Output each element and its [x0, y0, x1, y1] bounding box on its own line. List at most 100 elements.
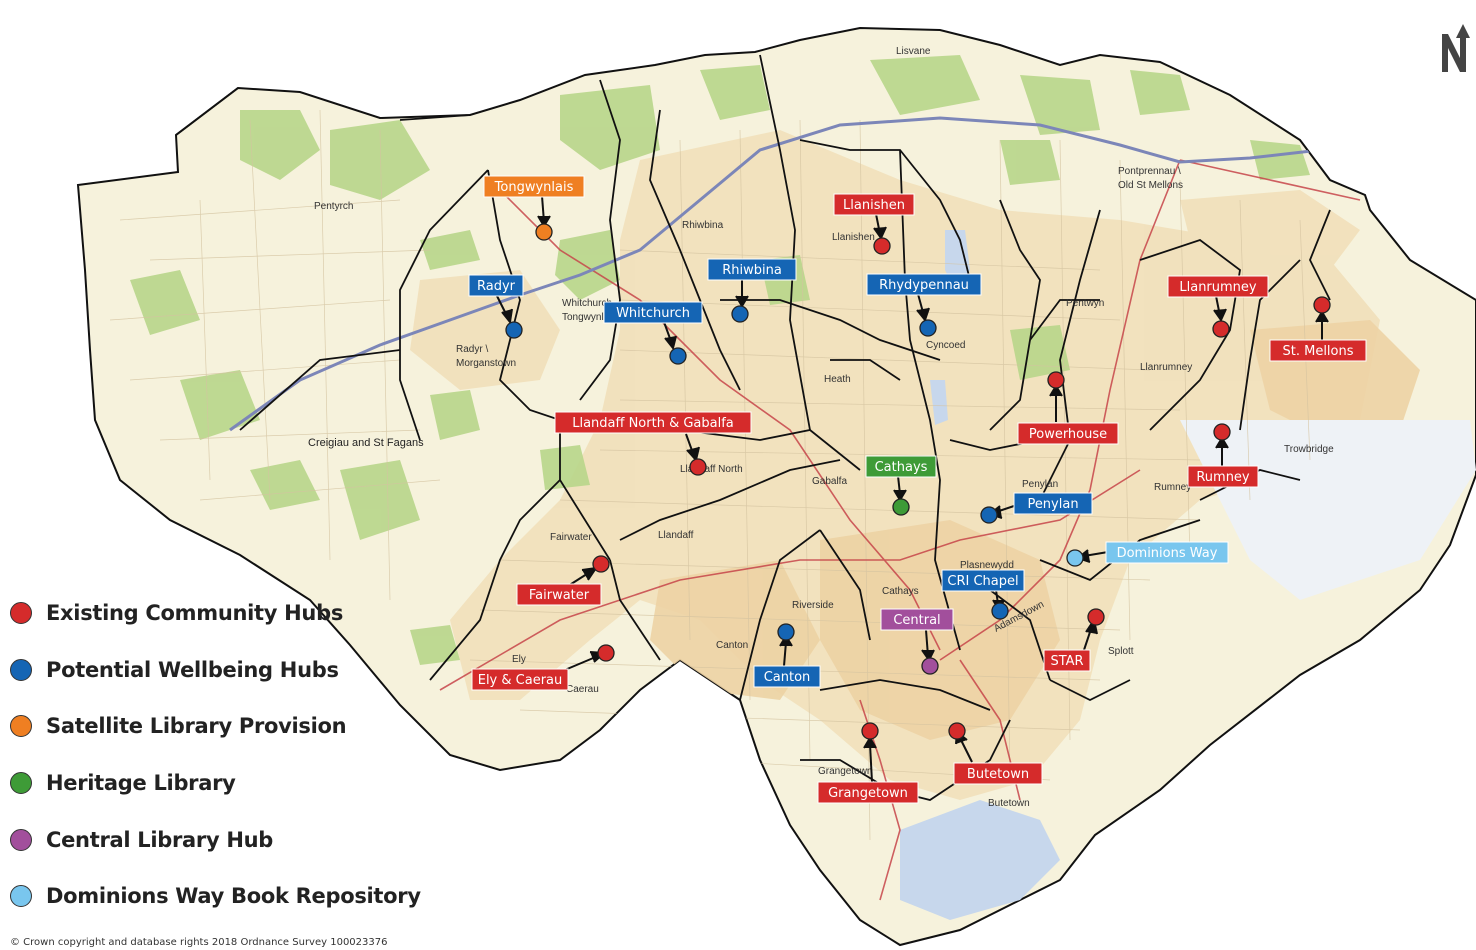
svg-text:Dominions Way: Dominions Way — [1117, 546, 1218, 561]
hub-label-rhydypennau[interactable]: Rhydypennau — [866, 273, 982, 296]
place-llanrumney: Llanrumney — [1140, 362, 1192, 373]
place-rhiwbina: Rhiwbina — [682, 220, 724, 231]
hub-label-penylan[interactable]: Penylan — [1013, 492, 1093, 515]
legend-dot-existing — [10, 602, 32, 625]
hub-label-central[interactable]: Central — [880, 608, 954, 631]
svg-text:Ely & Caerau: Ely & Caerau — [478, 673, 563, 688]
hub-dot-grangetown[interactable] — [861, 722, 879, 740]
hub-label-elycaerau[interactable]: Ely & Caerau — [471, 668, 569, 691]
svg-text:Cathays: Cathays — [875, 460, 928, 475]
place-trowbridge: Trowbridge — [1284, 444, 1334, 455]
hub-label-star[interactable]: STAR — [1043, 649, 1091, 672]
legend-label: Central Library Hub — [46, 827, 274, 852]
hub-dot-whitchurch[interactable] — [669, 347, 687, 365]
svg-text:St. Mellons: St. Mellons — [1282, 344, 1353, 359]
place-old-st-mellons: Old St Mellons — [1118, 180, 1183, 191]
hub-label-rumney[interactable]: Rumney — [1187, 465, 1259, 488]
copyright-notice: © Crown copyright and database rights 20… — [10, 937, 388, 948]
svg-text:Radyr: Radyr — [477, 279, 516, 294]
hub-label-fairwater[interactable]: Fairwater — [516, 583, 602, 606]
m4-motorway — [229, 116, 1400, 432]
legend-label: Dominions Way Book Repository — [46, 884, 421, 909]
hub-label-radyr[interactable]: Radyr — [468, 274, 524, 297]
place-lisvane: Lisvane — [896, 46, 931, 57]
hub-dot-penylan[interactable] — [980, 506, 998, 524]
hub-label-llanishen[interactable]: Llanishen — [833, 193, 915, 216]
svg-text:Penylan: Penylan — [1027, 497, 1078, 512]
hub-label-powerhouse[interactable]: Powerhouse — [1017, 422, 1119, 445]
map-legend: Existing Community Hubs Potential Wellbe… — [10, 585, 421, 925]
north-arrow-icon — [1442, 24, 1470, 72]
hub-label-rhiwbina[interactable]: Rhiwbina — [707, 258, 797, 281]
hub-label-stmellons[interactable]: St. Mellons — [1269, 339, 1367, 362]
legend-dot-central — [10, 828, 32, 851]
hub-dot-fairwater[interactable] — [592, 555, 610, 573]
place-cathays: Cathays — [882, 586, 919, 597]
hub-dot-powerhouse[interactable] — [1047, 371, 1065, 389]
place-llanishen: Llanishen — [832, 232, 875, 243]
hub-dot-canton[interactable] — [777, 623, 795, 641]
hub-label-grangetown[interactable]: Grangetown — [817, 781, 919, 804]
svg-text:Whitchurch: Whitchurch — [616, 306, 690, 321]
legend-label: Satellite Library Provision — [46, 714, 347, 739]
place-grangetown: Grangetown — [818, 766, 872, 777]
hub-dot-dominions[interactable] — [1066, 549, 1084, 567]
svg-text:CRI Chapel: CRI Chapel — [947, 574, 1018, 589]
place-canton: Canton — [716, 640, 748, 651]
hub-labels: Tongwynlais Llanishen Radyr Rhiwbina Rhy… — [468, 175, 1367, 804]
hub-dot-butetown[interactable] — [948, 722, 966, 740]
hub-dot-cathays[interactable] — [892, 498, 910, 516]
hub-label-crichapel[interactable]: CRI Chapel — [941, 569, 1025, 592]
hub-label-dominions[interactable]: Dominions Way — [1105, 541, 1229, 564]
hub-dot-rhiwbina[interactable] — [731, 305, 749, 323]
svg-text:Llanishen: Llanishen — [843, 198, 905, 213]
hub-label-butetown[interactable]: Butetown — [953, 762, 1043, 785]
place-morganstown: Morganstown — [456, 358, 516, 369]
svg-text:STAR: STAR — [1050, 654, 1083, 669]
place-heath: Heath — [824, 374, 851, 385]
place-riverside: Riverside — [792, 600, 834, 611]
hub-dot-llandaffnorth[interactable] — [689, 458, 707, 476]
place-caerau: Caerau — [566, 684, 599, 695]
svg-text:Powerhouse: Powerhouse — [1029, 427, 1107, 442]
hub-label-llandaffnorth[interactable]: Llandaff North & Gabalfa — [554, 411, 752, 434]
hub-dot-stmellons[interactable] — [1313, 296, 1331, 314]
water-bodies — [900, 230, 1476, 920]
svg-text:Central: Central — [893, 613, 940, 628]
hub-dot-star[interactable] — [1087, 608, 1105, 626]
place-cyncoed: Cyncoed — [926, 340, 965, 351]
svg-text:Grangetown: Grangetown — [828, 786, 908, 801]
hub-label-llanrumney[interactable]: Llanrumney — [1167, 275, 1269, 298]
hub-dot-rumney[interactable] — [1213, 423, 1231, 441]
legend-item-existing: Existing Community Hubs — [10, 585, 421, 642]
hub-dot-crichapel[interactable] — [991, 602, 1009, 620]
legend-item-heritage: Heritage Library — [10, 755, 421, 812]
legend-dot-repository — [10, 885, 32, 908]
place-ely: Ely — [512, 654, 526, 665]
svg-text:Canton: Canton — [764, 670, 811, 685]
hub-dot-llanrumney[interactable] — [1212, 320, 1230, 338]
green-areas — [130, 55, 1310, 665]
place-llandaff: Llandaff — [658, 530, 694, 541]
hub-label-tongwynlais[interactable]: Tongwynlais — [483, 175, 585, 198]
place-rumney: Rumney — [1154, 482, 1191, 493]
hub-label-whitchurch[interactable]: Whitchurch — [603, 301, 703, 324]
legend-dot-heritage — [10, 772, 32, 795]
hub-dot-elycaerau[interactable] — [597, 644, 615, 662]
hub-label-cathays[interactable]: Cathays — [865, 455, 937, 478]
legend-item-wellbeing: Potential Wellbeing Hubs — [10, 642, 421, 699]
place-pentwyn: Pentwyn — [1066, 298, 1104, 309]
place-gabalfa: Gabalfa — [812, 476, 847, 487]
hub-dot-central[interactable] — [921, 657, 939, 675]
svg-text:Tongwynlais: Tongwynlais — [494, 180, 574, 195]
hub-dot-radyr[interactable] — [505, 321, 523, 339]
hub-dot-llanishen[interactable] — [873, 237, 891, 255]
hub-dot-rhydypennau[interactable] — [919, 319, 937, 337]
svg-text:Llanrumney: Llanrumney — [1179, 280, 1257, 295]
legend-dot-satellite — [10, 715, 32, 738]
svg-text:Rhiwbina: Rhiwbina — [722, 263, 782, 278]
svg-text:Llandaff North & Gabalfa: Llandaff North & Gabalfa — [572, 416, 734, 431]
hub-dot-tongwynlais[interactable] — [535, 223, 553, 241]
hub-label-canton[interactable]: Canton — [753, 665, 821, 688]
